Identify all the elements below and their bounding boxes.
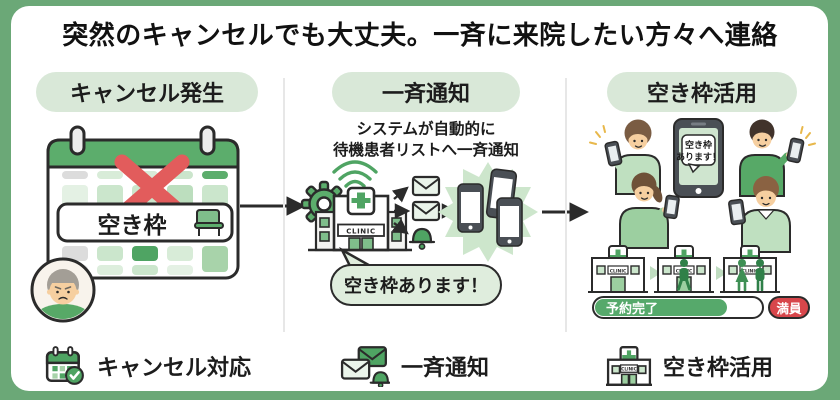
person-man-2 <box>728 176 791 253</box>
step-arrow-icon <box>650 266 661 280</box>
sparkle-icon <box>589 125 606 145</box>
legend-item-cancel: キャンセル対応 <box>44 342 251 390</box>
badge-slot-use: 空き枠活用 <box>607 72 797 112</box>
calendar-check-icon <box>45 346 84 385</box>
calendar-ring-left <box>69 125 86 156</box>
legend-label-notify: 一斉通知 <box>401 356 490 381</box>
phone-icon <box>663 194 680 220</box>
clinic-sign-text: CLINIC <box>610 269 627 275</box>
badge-mass-notify: 一斉通知 <box>332 72 520 112</box>
clinic-sign-text: CLINIC <box>621 367 636 372</box>
wifi-icon <box>332 160 378 196</box>
phone-icon <box>496 197 523 247</box>
clinic-building: CLINIC <box>308 186 412 252</box>
notify-description: システムが自動的に 待機患者リストへ一斉通知 <box>296 119 556 161</box>
step-arrow-icon <box>716 266 727 280</box>
sparkle-icon <box>800 126 816 146</box>
clinic-sign-text: CLINIC <box>346 228 375 236</box>
mini-clinic-3: CLINIC <box>720 245 780 293</box>
envelope-icon <box>411 200 441 222</box>
envelope-icon <box>411 175 441 197</box>
booking-progress-fill: 予約完了 <box>595 299 727 317</box>
booking-complete-label: 予約完了 <box>606 302 659 317</box>
clinic-icon: CLINIC <box>606 346 652 386</box>
phone-icon <box>604 140 623 167</box>
booking-progress-bar: 予約完了 <box>592 296 764 319</box>
slot-label-box <box>56 202 234 243</box>
mini-clinic-2: CLINIC <box>654 245 714 293</box>
phone-icon <box>728 198 746 226</box>
phone-icon <box>786 137 805 164</box>
phone-bubble-line1: 空き枠 <box>685 139 712 151</box>
badge-cancel-occurs: キャンセル発生 <box>36 72 258 112</box>
main-title: 突然のキャンセルでも大丈夫。一斉に来院したい方々へ連絡 <box>62 21 778 51</box>
calendar-ring-right <box>199 125 216 156</box>
broadcast-starburst <box>438 162 538 262</box>
calendar-illustration <box>46 125 240 280</box>
bell-icon <box>408 227 436 250</box>
open-slot-speech-bubble: 空き枠あります！ <box>330 264 502 306</box>
big-phone: 空き枠 あります！ <box>673 118 724 198</box>
panel-divider-1 <box>283 78 285 332</box>
clinic-cross-icon <box>351 192 371 209</box>
legend-label-use: 空き枠活用 <box>663 356 774 381</box>
legend-item-notify: 一斉通知 <box>340 342 489 390</box>
envelope-bell-icon <box>340 346 390 387</box>
chair-icon <box>194 209 224 236</box>
phone-bubble-line2: あります！ <box>676 152 721 163</box>
clinic-sign-text: CLINIC <box>742 269 759 275</box>
mini-clinic-1: CLINIC <box>588 245 648 293</box>
calendar-header <box>46 138 240 169</box>
notify-description-line2: 待機患者リストへ一斉通知 <box>332 141 519 159</box>
phone-icon <box>457 183 484 233</box>
worried-patient-avatar <box>30 257 96 323</box>
legend-item-use: CLINIC 空き枠活用 <box>606 342 773 390</box>
notify-description-line1: システムが自動的に <box>356 120 496 138</box>
walking-person-silhouette <box>677 259 691 291</box>
open-slot-label: 空き枠 <box>97 213 167 239</box>
legend-label-cancel: キャンセル対応 <box>97 356 252 381</box>
full-status-badge: 満員 <box>768 296 810 319</box>
person-woman-2 <box>619 172 680 249</box>
waiting-people-silhouettes <box>735 259 765 292</box>
panel-divider-2 <box>565 78 567 332</box>
